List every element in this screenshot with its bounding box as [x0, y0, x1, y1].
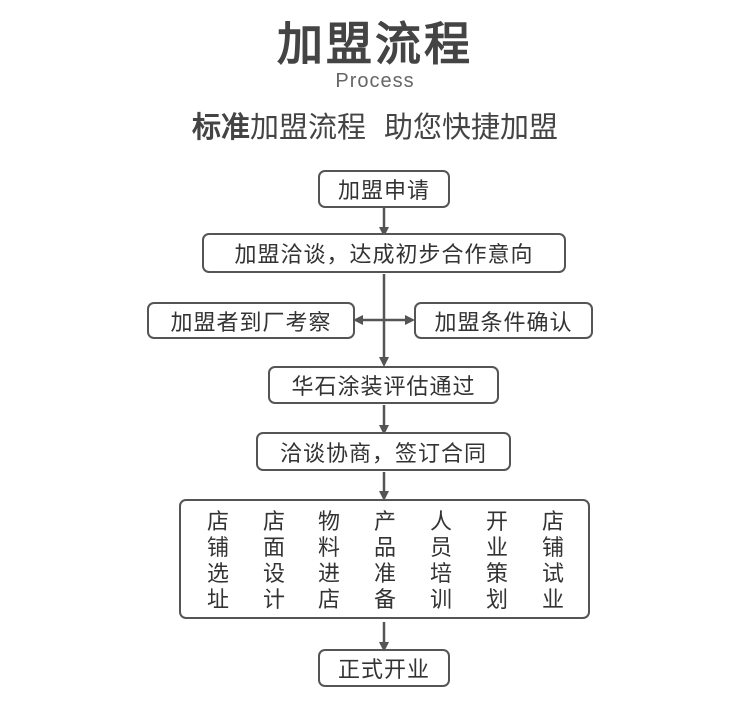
prep-trial-run: 店铺试业 [541, 510, 564, 613]
prep-site-selection: 店铺选址 [206, 510, 229, 613]
step-apply: 加盟申请 [318, 170, 450, 208]
prep-products: 产品准备 [373, 510, 396, 613]
tagline-bold: 标准 [191, 110, 250, 144]
step-evaluation: 华石涂装评估通过 [268, 366, 499, 404]
preparation-box: 店铺选址 店面设计 物料进店 产品准备 人员培训 开业策划 店铺试业 [179, 499, 590, 619]
step-sign-contract: 洽谈协商，签订合同 [256, 432, 511, 471]
tagline-rest: 加盟流程 [249, 110, 366, 144]
step-opening: 正式开业 [318, 649, 450, 687]
prep-materials: 物料进店 [317, 510, 340, 613]
step-negotiate-intent: 加盟洽谈，达成初步合作意向 [202, 233, 566, 273]
tagline-right: 助您快捷加盟 [384, 110, 559, 144]
prep-store-design: 店面设计 [262, 510, 285, 613]
step-site-visit: 加盟者到厂考察 [147, 302, 355, 339]
prep-training: 人员培训 [429, 510, 452, 613]
page-title: 加盟流程 [277, 17, 473, 71]
prep-opening-plan: 开业策划 [485, 510, 508, 613]
page-subtitle: Process [335, 70, 415, 92]
tagline: 标准加盟流程助您快捷加盟 [0, 104, 750, 146]
step-conditions: 加盟条件确认 [414, 302, 593, 339]
